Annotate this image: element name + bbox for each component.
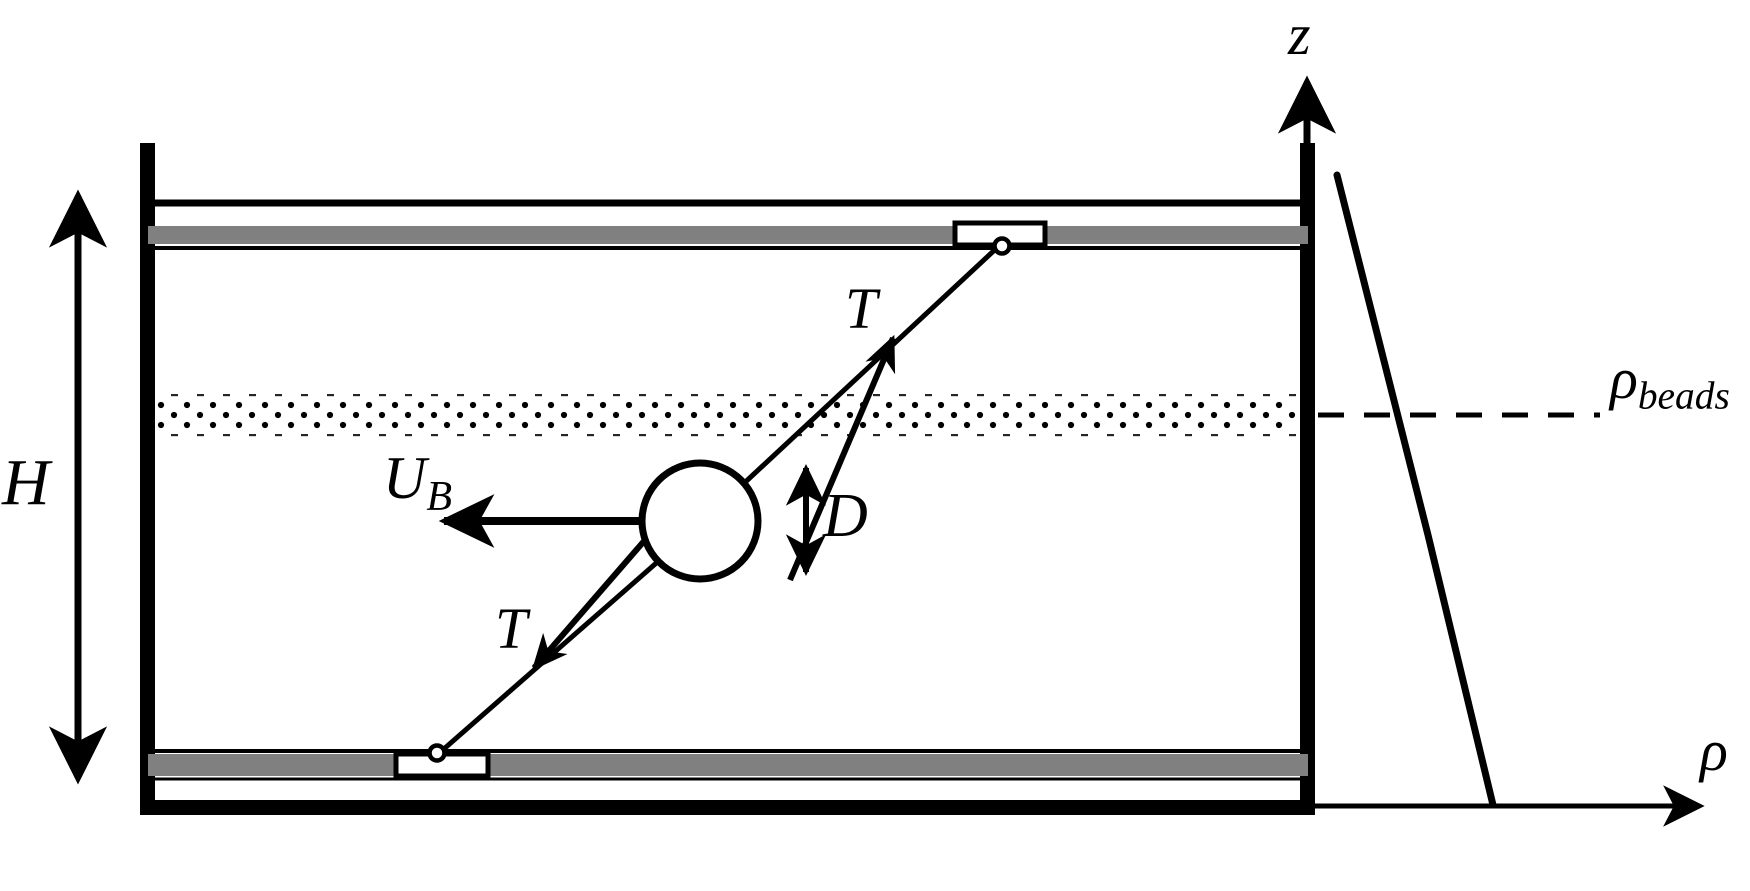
tank-walls — [140, 143, 1315, 815]
height-label: H — [2, 446, 50, 519]
bottom-rail — [148, 754, 1308, 776]
bottom-carriage[interactable] — [393, 743, 491, 779]
rho-axis-label: ρ — [1700, 718, 1728, 783]
velocity-label-subscript: B — [426, 473, 452, 520]
velocity-label-base: U — [383, 445, 427, 511]
tank-right-wall — [1300, 143, 1315, 815]
tank-left-wall — [140, 143, 155, 815]
beads-density-label-base: ρ — [1610, 346, 1638, 411]
density-profile-curve — [1333, 171, 1497, 809]
tension-upper-label: T — [845, 276, 878, 341]
beads-band-core — [155, 400, 1300, 430]
bottom-rail-assembly — [148, 749, 1308, 781]
tether-lower-segment — [435, 556, 664, 757]
top-rail-assembly — [148, 199, 1308, 250]
diameter-label: D — [823, 482, 868, 550]
beads-band-top-fringe — [155, 394, 1300, 403]
top-rail — [148, 226, 1308, 244]
beads-band-bottom-fringe — [155, 430, 1300, 439]
tension-lower-arrow — [531, 538, 648, 671]
beads-density-label-subscript: beads — [1637, 373, 1730, 418]
z-axis-label: z — [1288, 2, 1311, 67]
velocity-label: UB — [383, 448, 452, 518]
beads-density-label: ρbeads — [1610, 350, 1730, 416]
sphere-outline — [638, 459, 762, 583]
tension-lower-label: T — [495, 596, 528, 661]
bubble-sphere[interactable] — [638, 459, 762, 583]
beads-layer — [155, 394, 1300, 439]
top-pivot-joint — [992, 236, 1012, 256]
tank-floor — [140, 800, 1315, 815]
top-carriage[interactable] — [952, 220, 1048, 256]
bottom-pivot-joint — [427, 743, 447, 763]
density-profile-line — [1333, 171, 1497, 809]
